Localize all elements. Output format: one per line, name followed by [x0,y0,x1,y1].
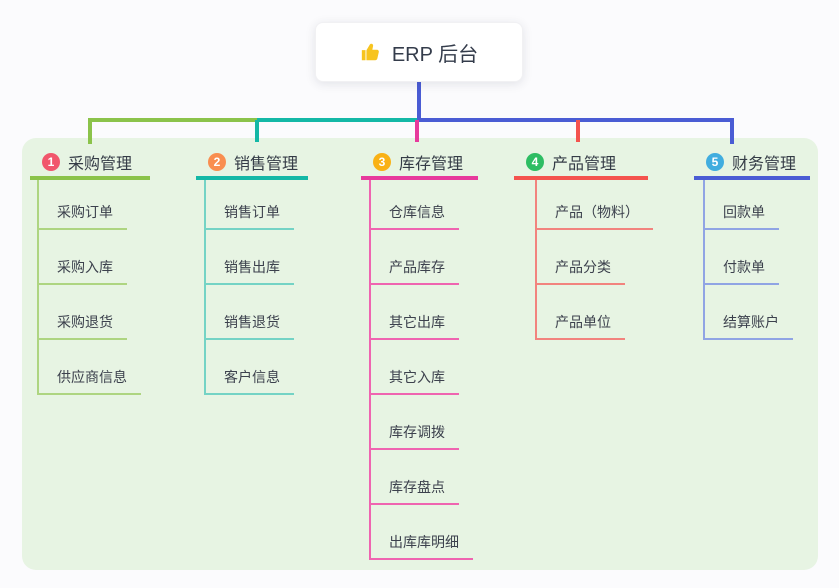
branch-product[interactable]: 4 产品管理 [514,147,648,180]
sales-outbound-node[interactable]: 销售出库 [204,253,294,285]
branch-number-badge: 2 [208,152,226,171]
root-connector-line [417,81,421,118]
purchase-return-node[interactable]: 采购退货 [37,308,127,340]
drop-line-purchase [88,118,92,144]
sales-order-node[interactable]: 销售订单 [204,198,294,230]
root-title: ERP 后台 [391,43,479,66]
product-material-node[interactable]: 产品（物料） [535,198,653,230]
settlement-account-node[interactable]: 结算账户 [703,308,793,340]
child-connector-line [204,180,206,395]
branch-number-badge: 5 [706,152,724,171]
payment-node[interactable]: 付款单 [703,253,779,285]
child-connector-line [535,180,537,340]
mindmap-panel [22,138,818,570]
product-stock-node[interactable]: 产品库存 [369,253,459,285]
stock-check-node[interactable]: 库存盘点 [369,473,459,505]
drop-line-finance [730,118,734,144]
customer-info-node[interactable]: 客户信息 [204,363,294,395]
drop-line-sales [255,120,259,142]
child-connector-line [369,180,371,560]
other-inbound-node[interactable]: 其它入库 [369,363,459,395]
branch-label: 财务管理 [732,155,797,173]
branch-label: 库存管理 [399,155,464,173]
receipt-node[interactable]: 回款单 [703,198,779,230]
sales-return-node[interactable]: 销售退货 [204,308,294,340]
thumbs-up-icon [360,41,382,63]
root-node[interactable]: ERP 后台 [315,22,523,82]
branch-number-badge: 3 [373,152,391,171]
drop-line-product [576,120,580,142]
outbound-detail-node[interactable]: 出库库明细 [369,528,473,560]
branch-inventory[interactable]: 3 库存管理 [361,147,478,180]
bus-segment-right [417,118,734,122]
bus-segment-purchase [88,118,257,122]
warehouse-info-node[interactable]: 仓库信息 [369,198,459,230]
branch-label: 采购管理 [68,155,133,173]
purchase-order-node[interactable]: 采购订单 [37,198,127,230]
branch-label: 销售管理 [234,155,299,173]
branch-label: 产品管理 [552,155,617,173]
child-connector-line [37,180,39,395]
child-connector-line [703,180,705,340]
branch-number-badge: 4 [526,152,544,171]
branch-number-badge: 1 [42,152,60,171]
drop-line-inventory [415,120,419,142]
stock-transfer-node[interactable]: 库存调拨 [369,418,459,450]
purchase-inbound-node[interactable]: 采购入库 [37,253,127,285]
product-unit-node[interactable]: 产品单位 [535,308,625,340]
branch-purchase[interactable]: 1 采购管理 [30,147,150,180]
bus-segment-sales [257,118,417,122]
other-outbound-node[interactable]: 其它出库 [369,308,459,340]
branch-finance[interactable]: 5 财务管理 [694,147,810,180]
branch-sales[interactable]: 2 销售管理 [196,147,308,180]
supplier-info-node[interactable]: 供应商信息 [37,363,141,395]
product-category-node[interactable]: 产品分类 [535,253,625,285]
